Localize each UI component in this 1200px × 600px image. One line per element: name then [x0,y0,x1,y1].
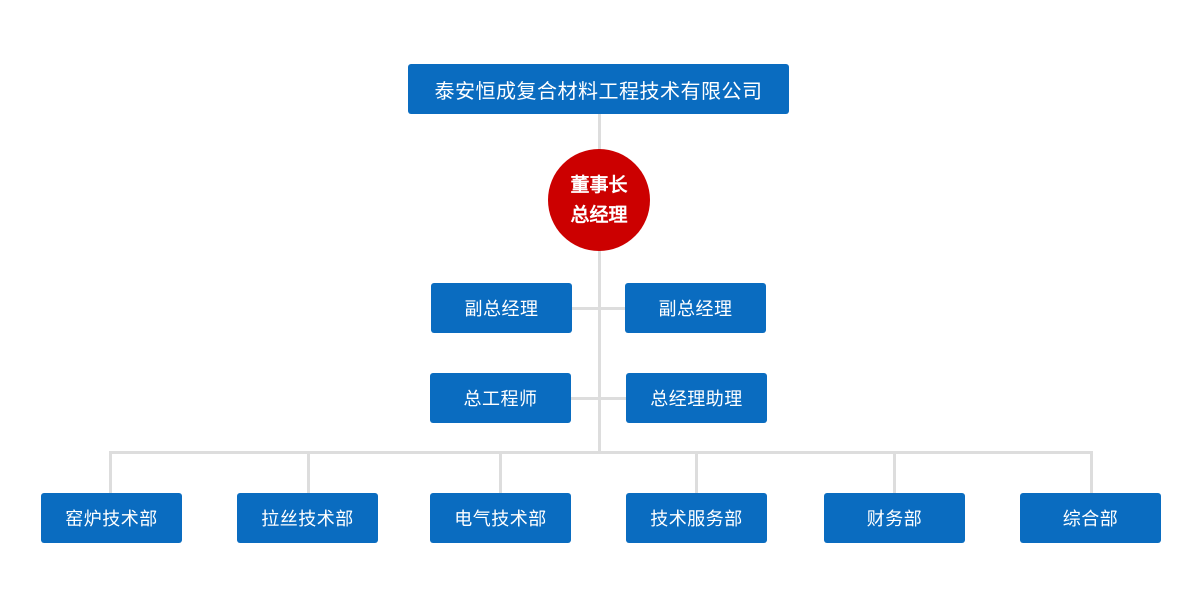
dept-drop-5 [893,451,896,493]
dept-box-finance: 财务部 [824,493,965,543]
chief-engineer-box: 总工程师 [430,373,571,423]
dept-box-electrical: 电气技术部 [430,493,571,543]
dept-box-tech-service: 技术服务部 [626,493,767,543]
chairman-title: 董事长 [570,174,628,196]
deputy-gm-box-right: 副总经理 [625,283,766,333]
dept-drop-1 [109,451,112,493]
dept-box-kiln: 窑炉技术部 [41,493,182,543]
dept-drop-4 [695,451,698,493]
dept-drop-6 [1090,451,1093,493]
dept-box-drawing: 拉丝技术部 [237,493,378,543]
chairman-circle: 董事长 总经理 [548,149,650,251]
company-box: 泰安恒成复合材料工程技术有限公司 [408,64,789,114]
second-row-connector [571,397,626,400]
dept-box-general: 综合部 [1020,493,1161,543]
gm-assistant-box: 总经理助理 [626,373,767,423]
dept-drop-3 [499,451,502,493]
department-bus [109,451,1093,454]
general-manager-title: 总经理 [570,204,628,226]
deputy-connector [572,307,625,310]
trunk-connector [598,114,601,452]
dept-drop-2 [307,451,310,493]
deputy-gm-box-left: 副总经理 [431,283,572,333]
